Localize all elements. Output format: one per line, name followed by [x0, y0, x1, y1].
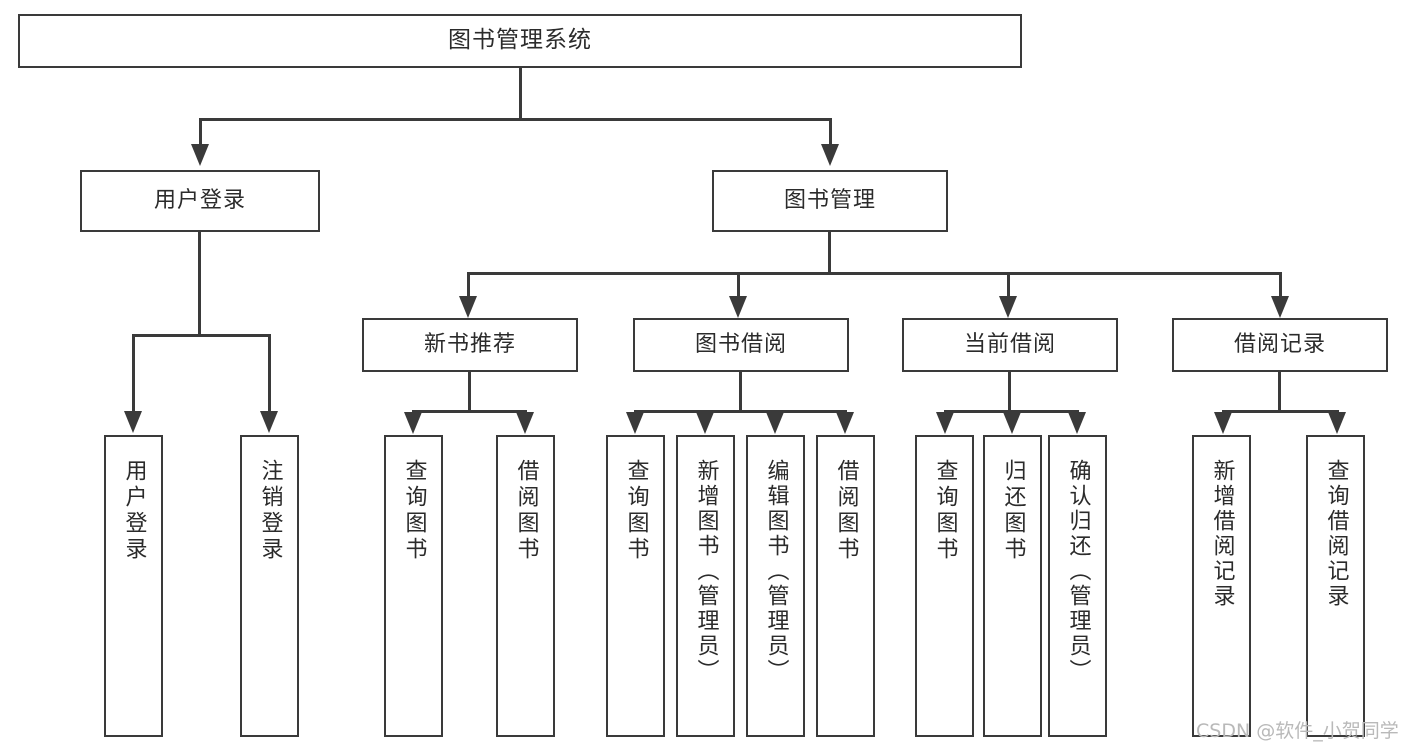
connector-book-manage-bus — [467, 272, 1282, 275]
connector-root-to-user-login — [199, 118, 202, 144]
connector-user-login-stem — [198, 232, 201, 336]
node-label: 图书借阅 — [694, 331, 787, 357]
node-label: 借阅记录 — [1233, 331, 1326, 357]
node-label: 借阅图书 — [513, 459, 539, 563]
connector-root-stem — [519, 68, 522, 120]
node-current-borrow[interactable]: 当前借阅 — [902, 318, 1118, 372]
arrowhead-current-borrow-leaf-1 — [936, 412, 954, 434]
node-label: 用户登录 — [153, 187, 246, 213]
node-user-login[interactable]: 用户登录 — [80, 170, 320, 232]
node-label: 新书推荐 — [423, 331, 516, 357]
leaf-query-book-new-rec[interactable]: 查询图书 — [384, 435, 443, 737]
connector-book-manage-to-borrow-record — [1279, 272, 1282, 296]
node-book-borrow[interactable]: 图书借阅 — [633, 318, 849, 372]
arrowhead-new-book-rec-leaf-2 — [516, 412, 534, 434]
connector-book-borrow-bus — [634, 410, 847, 413]
csdn-watermark: CSDN @软件_小贺同学 — [1196, 720, 1399, 742]
leaf-confirm-return-admin[interactable]: 确认归还（管理员） — [1048, 435, 1107, 737]
leaf-add-borrow-record[interactable]: 新增借阅记录 — [1192, 435, 1251, 737]
node-book-manage[interactable]: 图书管理 — [712, 170, 948, 232]
arrowhead-to-book-borrow — [729, 296, 747, 318]
leaf-add-book-admin[interactable]: 新增图书（管理员） — [676, 435, 735, 737]
node-label: 图书管理 — [783, 187, 876, 213]
connector-book-manage-to-current-borrow — [1007, 272, 1010, 296]
arrowhead-book-borrow-leaf-4 — [836, 412, 854, 434]
arrowhead-to-new-book-rec — [459, 296, 477, 318]
node-label: 当前借阅 — [963, 331, 1056, 357]
connector-user-login-bus — [132, 334, 271, 337]
arrowhead-book-borrow-leaf-2 — [696, 412, 714, 434]
node-label: 新增图书（管理员） — [693, 459, 719, 684]
node-borrow-record[interactable]: 借阅记录 — [1172, 318, 1388, 372]
arrowhead-root-to-book-manage — [821, 144, 839, 166]
leaf-query-book-borrow[interactable]: 查询图书 — [606, 435, 665, 737]
connector-new-book-rec-stem — [468, 372, 471, 412]
arrowhead-new-book-rec-leaf-1 — [404, 412, 422, 434]
node-label: 借阅图书 — [833, 459, 859, 563]
arrowhead-user-login-to-leaf-1 — [124, 411, 142, 433]
arrowhead-book-borrow-leaf-3 — [766, 412, 784, 434]
arrowhead-current-borrow-leaf-3 — [1068, 412, 1086, 434]
node-label: 新增借阅记录 — [1209, 459, 1235, 609]
node-label: 查询图书 — [932, 459, 958, 563]
node-root-system[interactable]: 图书管理系统 — [18, 14, 1022, 68]
node-label: 查询图书 — [401, 459, 427, 563]
arrowhead-to-borrow-record — [1271, 296, 1289, 318]
node-label: 归还图书 — [1000, 459, 1026, 563]
arrowhead-to-current-borrow — [999, 296, 1017, 318]
connector-current-borrow-stem — [1008, 372, 1011, 412]
connector-book-manage-to-book-borrow — [737, 272, 740, 296]
node-label: 查询图书 — [623, 459, 649, 563]
leaf-edit-book-admin[interactable]: 编辑图书（管理员） — [746, 435, 805, 737]
arrowhead-borrow-record-leaf-1 — [1214, 412, 1232, 434]
connector-book-manage-to-new-book-rec — [467, 272, 470, 296]
node-label: 查询借阅记录 — [1323, 459, 1349, 609]
leaf-logout[interactable]: 注销登录 — [240, 435, 299, 737]
node-label: 用户登录 — [121, 459, 147, 563]
connector-book-manage-stem — [828, 232, 831, 274]
leaf-query-borrow-record[interactable]: 查询借阅记录 — [1306, 435, 1365, 737]
connector-user-login-to-leaf-2 — [268, 334, 271, 411]
connector-user-login-to-leaf-1 — [132, 334, 135, 411]
node-label: 图书管理系统 — [448, 27, 592, 54]
node-label: 确认归还（管理员） — [1065, 459, 1091, 684]
leaf-user-login[interactable]: 用户登录 — [104, 435, 163, 737]
connector-new-book-rec-bus — [412, 410, 527, 413]
leaf-borrow-book-borrow[interactable]: 借阅图书 — [816, 435, 875, 737]
connector-borrow-record-bus — [1222, 410, 1339, 413]
leaf-return-book[interactable]: 归还图书 — [983, 435, 1042, 737]
connector-root-to-book-manage — [829, 118, 832, 144]
arrowhead-user-login-to-leaf-2 — [260, 411, 278, 433]
connector-book-borrow-stem — [739, 372, 742, 412]
connector-root-bus — [199, 118, 832, 121]
node-label: 注销登录 — [257, 459, 283, 563]
node-label: 编辑图书（管理员） — [763, 459, 789, 684]
arrowhead-current-borrow-leaf-2 — [1003, 412, 1021, 434]
arrowhead-borrow-record-leaf-2 — [1328, 412, 1346, 434]
leaf-borrow-book-new-rec[interactable]: 借阅图书 — [496, 435, 555, 737]
connector-borrow-record-stem — [1278, 372, 1281, 412]
leaf-query-book-current[interactable]: 查询图书 — [915, 435, 974, 737]
arrowhead-book-borrow-leaf-1 — [626, 412, 644, 434]
node-new-book-recommend[interactable]: 新书推荐 — [362, 318, 578, 372]
arrowhead-root-to-user-login — [191, 144, 209, 166]
